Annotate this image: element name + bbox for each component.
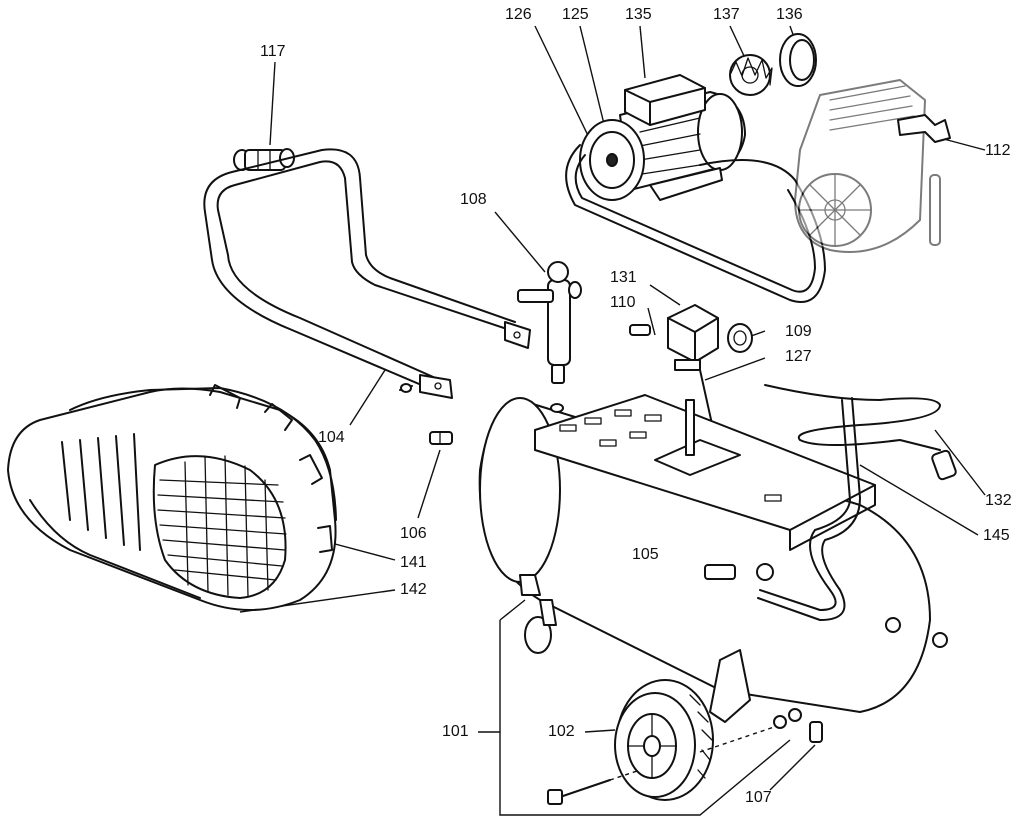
label-125: 125 — [562, 6, 589, 23]
plug-106 — [429, 431, 453, 445]
tread-pattern — [689, 694, 713, 779]
air-tank — [478, 394, 948, 723]
elbow-112 — [897, 114, 951, 143]
label-132: 132 — [985, 492, 1012, 509]
label-141: 141 — [400, 554, 427, 571]
label-109: 109 — [785, 323, 812, 340]
leader-lines — [239, 25, 986, 816]
label-101: 101 — [442, 723, 469, 740]
motor-assembly — [565, 74, 826, 303]
label-142: 142 — [400, 581, 427, 598]
caster — [524, 599, 557, 654]
label-131: 131 — [610, 269, 637, 286]
label-135: 135 — [625, 6, 652, 23]
label-105: 105 — [632, 546, 659, 563]
pressure-switch-131 — [629, 304, 781, 516]
label-126: 126 — [505, 6, 532, 23]
wheel-102 — [547, 679, 823, 805]
handle-104 — [203, 148, 531, 399]
label-145: 145 — [983, 527, 1010, 544]
label-137: 137 — [713, 6, 740, 23]
label-127: 127 — [785, 348, 812, 365]
fan-137 — [729, 54, 773, 96]
belt-guard-141 — [7, 384, 337, 611]
plate-slots — [559, 409, 782, 502]
guard-grille — [157, 455, 287, 597]
label-108: 108 — [460, 191, 487, 208]
label-106: 106 — [400, 525, 427, 542]
valve-108 — [517, 261, 582, 384]
guard-vents — [61, 433, 141, 551]
label-136: 136 — [776, 6, 803, 23]
label-102: 102 — [548, 723, 575, 740]
ring-136 — [779, 33, 817, 87]
pump-head — [794, 79, 941, 253]
label-104: 104 — [318, 429, 345, 446]
label-112: 112 — [985, 142, 1011, 159]
power-cord-132 — [764, 384, 957, 481]
label-107: 107 — [745, 789, 772, 806]
label-117: 117 — [260, 43, 286, 60]
label-110: 110 — [610, 294, 636, 311]
